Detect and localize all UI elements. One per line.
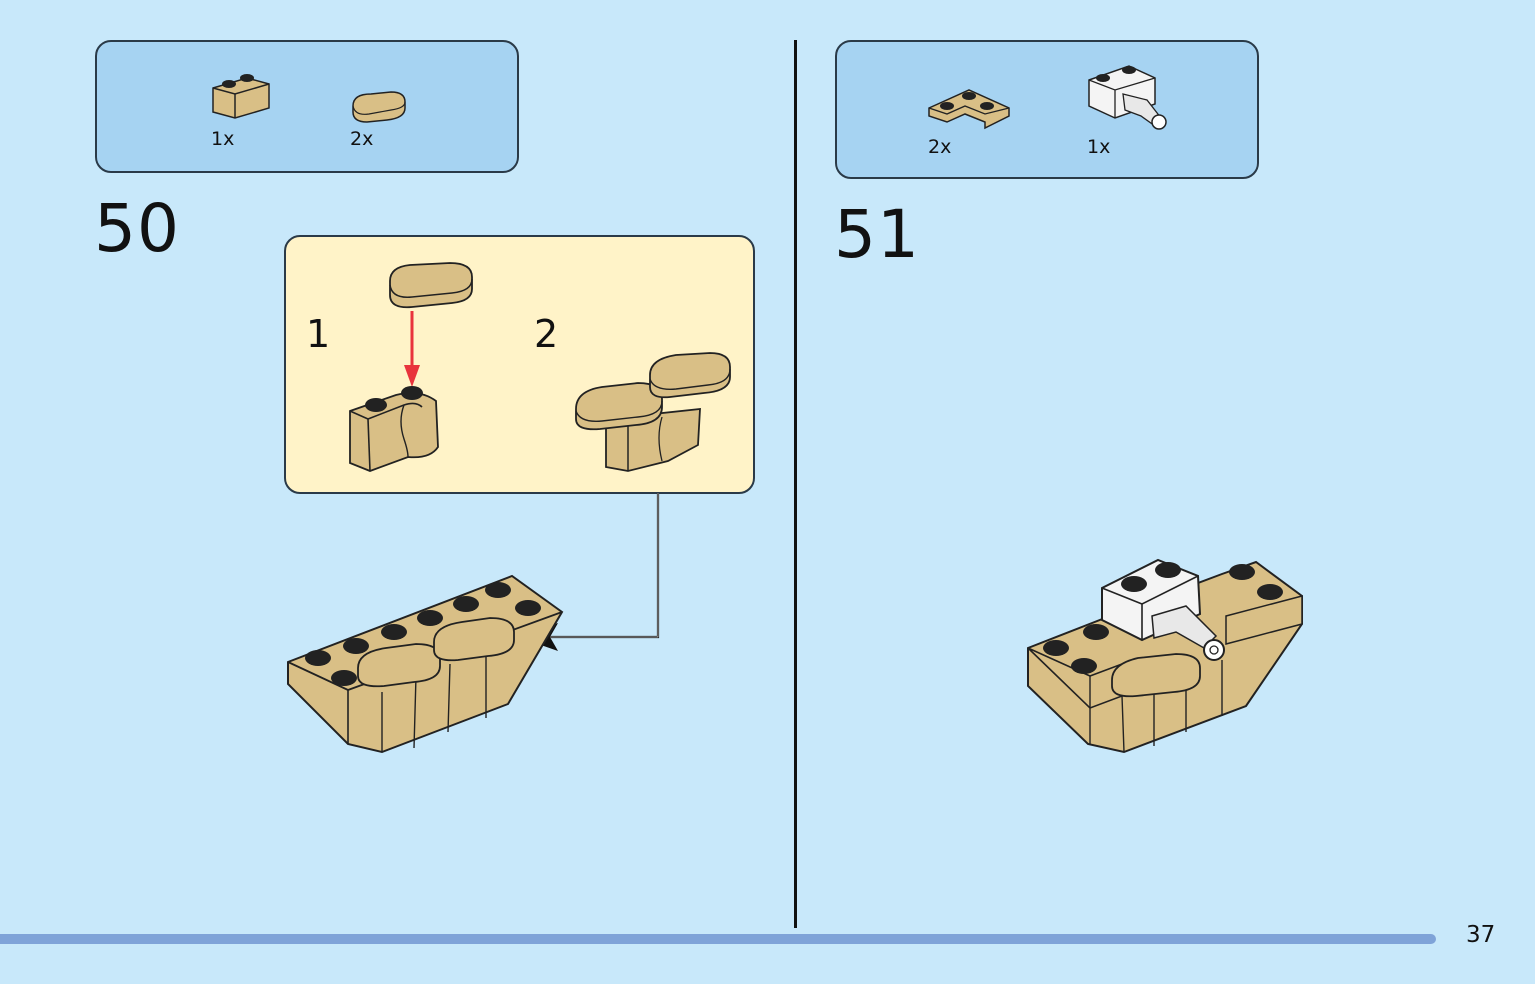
- substep-box: 1 2: [284, 235, 755, 494]
- step-divider: [794, 40, 797, 928]
- substep-number: 2: [534, 312, 559, 356]
- part-qty: 1x: [211, 128, 235, 150]
- step-50-model-icon: [287, 574, 564, 754]
- page-number: 37: [1466, 922, 1496, 948]
- part-qty: 1x: [1087, 136, 1111, 158]
- part-qty: 2x: [350, 128, 374, 150]
- step-51-model-icon: [1027, 558, 1303, 754]
- step-number: 50: [94, 190, 180, 267]
- tan-tile-icon: [389, 262, 473, 309]
- tan-plate-corner-icon: [928, 89, 1010, 130]
- tan-brick-1x2-rounded-icon: [212, 74, 270, 119]
- white-brick-with-clip-icon: [1088, 65, 1167, 130]
- step-50-parts-box: 1x 2x: [95, 40, 519, 173]
- tan-brick-icon: [349, 386, 439, 472]
- substep-number: 1: [306, 312, 331, 356]
- step-number: 51: [834, 196, 920, 273]
- assembled-substep-icon: [575, 352, 731, 472]
- red-arrow-icon: [404, 311, 420, 387]
- part-qty: 2x: [928, 136, 952, 158]
- step-51-parts-box: 2x 1x: [835, 40, 1259, 179]
- bottom-bar: [0, 934, 1436, 944]
- tan-tile-1x2-rounded-icon: [352, 91, 406, 123]
